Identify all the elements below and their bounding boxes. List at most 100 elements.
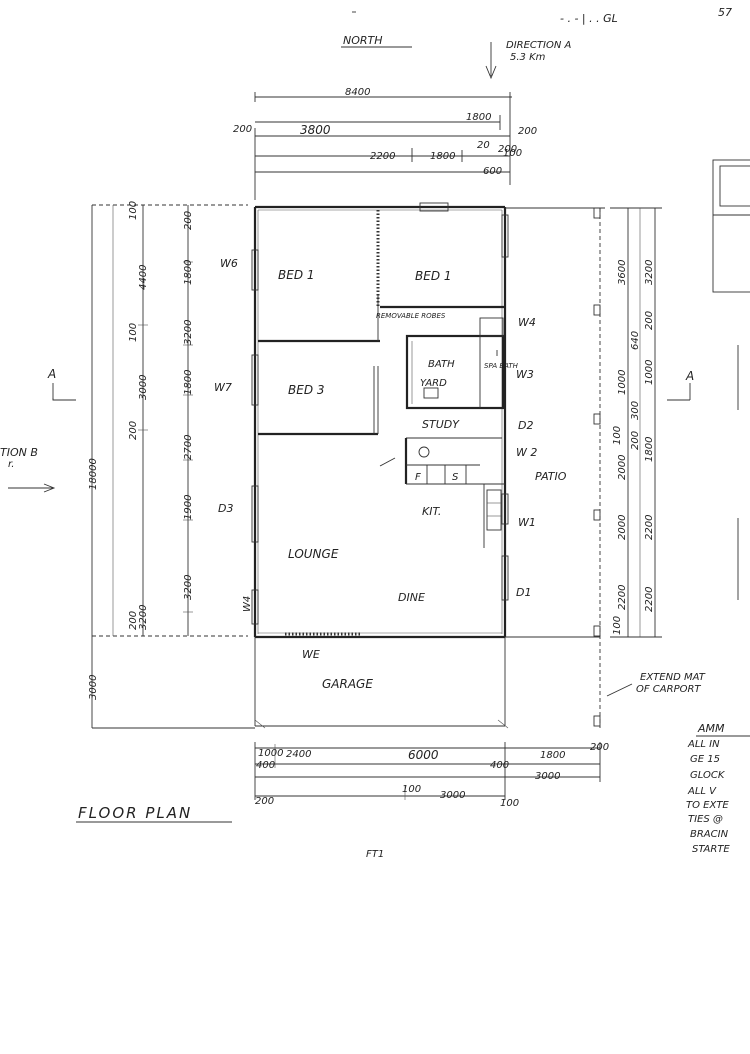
top-dim-left: 3800 (300, 123, 331, 137)
right-dim-outer: 3600 (617, 260, 628, 285)
room-spa-bath: SPA BATH (484, 362, 519, 370)
left-dim-tier2: 2700 (183, 435, 194, 460)
right-dim-small: 640 (630, 331, 641, 350)
window-w7: W7 (214, 381, 232, 394)
amm-line: TO EXTE (686, 800, 729, 811)
left-dim-small: 100 (128, 323, 139, 342)
top-dim-tiny-a: 20 (477, 140, 490, 151)
bottom-mark: FT1 (366, 849, 384, 860)
building-walls (251, 202, 509, 729)
right-dim-small: 100 (612, 426, 623, 445)
top-dim-tiny-b: 600 (483, 166, 502, 177)
left-dim-garage: 3000 (88, 675, 99, 700)
room-we: WE (302, 648, 320, 661)
bottom-dimension-lines (254, 742, 601, 800)
window-w1: W1 (518, 516, 536, 529)
floor-plan-title: FLOOR PLAN (78, 804, 192, 822)
direction-b-label: TION B (0, 446, 38, 459)
top-dim-mid-right: 1800 (430, 151, 455, 162)
direction-a-arrow-icon (485, 42, 497, 80)
direction-a-label: DIRECTION A (506, 40, 571, 51)
amm-heading: AMM (697, 722, 725, 735)
room-kit: KIT. (422, 505, 441, 518)
window-w2: W 2 (516, 446, 537, 459)
right-dim-small: 100 (612, 616, 623, 635)
right-dim-inner: 2200 (644, 587, 655, 612)
bottom-dim-k: 200 (255, 796, 274, 807)
left-dim-tier2: 1800 (183, 260, 194, 285)
room-sink: S (452, 472, 459, 483)
right-dim-inner: 1800 (644, 437, 655, 462)
bottom-dim-b: 2400 (286, 749, 311, 760)
room-study: STUDY (422, 418, 460, 431)
left-dim-tier2: 3200 (183, 575, 194, 600)
right-dim-outer: 2200 (617, 585, 628, 610)
bottom-dim-i: 200 (590, 742, 609, 753)
carport-note-line2: OF CARPORT (636, 684, 701, 695)
room-yard: YARD (420, 378, 447, 389)
page-mark-corner: 57 (718, 6, 732, 19)
left-dim-tier1: 3200 (138, 605, 149, 630)
left-dim-tier1: 3000 (138, 375, 149, 400)
left-dimension-labels: 18000 4400 3000 3200 1800 3200 1800 2700… (88, 201, 194, 700)
carport-note-line1: EXTEND MAT (640, 672, 706, 683)
room-dine: DINE (398, 591, 425, 604)
carport-leader (606, 683, 633, 697)
amm-line: ALL IN (687, 739, 720, 750)
top-dimension-lines (254, 92, 512, 200)
section-a-right-label: A (685, 369, 694, 383)
top-dim-tiny-c: 100 (503, 148, 522, 159)
window-w6: W6 (220, 257, 238, 270)
section-a-left-label: A (47, 367, 56, 381)
amm-line: GE 15 (690, 754, 720, 765)
top-dim-overall: 8400 (345, 87, 370, 98)
top-dim-edge-left: 200 (233, 124, 252, 135)
left-dim-tier2: 1800 (183, 370, 194, 395)
left-dim-small: 100 (128, 201, 139, 220)
room-bath: BATH (428, 359, 455, 370)
room-fridge: F (415, 472, 421, 483)
room-garage: GARAGE (322, 677, 373, 691)
door-d1: D1 (516, 586, 531, 599)
bottom-dim-a: 1000 (258, 748, 283, 759)
left-dim-small: 200 (128, 611, 139, 630)
bottom-dim-l: 100 (500, 798, 519, 809)
direction-b-arrow-icon (8, 483, 56, 493)
amm-line: GLOCK (690, 770, 726, 781)
door-d2: D2 (518, 419, 533, 432)
window-w3: W3 (516, 368, 534, 381)
room-lounge: LOUNGE (288, 547, 339, 561)
top-dim-small: 200 (518, 126, 537, 137)
left-dimension-lines (91, 204, 255, 729)
direction-b-line2: r. (8, 459, 14, 470)
window-w4-lounge: W4 (242, 596, 253, 612)
right-dim-small: 200 (630, 431, 641, 450)
top-dim-right: 1800 (466, 112, 491, 123)
left-dim-small: 200 (128, 421, 139, 440)
right-dim-inner: 2200 (644, 515, 655, 540)
section-a-right-marker-icon (667, 383, 691, 401)
right-dim-outer: 2000 (617, 515, 628, 540)
bottom-dim-f: 3000 (440, 790, 465, 801)
right-dim-inner: 3200 (644, 260, 655, 285)
top-dim-edge-right: 200 (498, 144, 517, 155)
window-w4: W4 (518, 316, 536, 329)
right-dimension-labels: 3600 2000 2000 1000 2200 3200 200 1000 1… (612, 260, 655, 635)
right-dimension-lines (610, 207, 662, 638)
amm-line: ALL V (687, 786, 717, 797)
bottom-dim-g: 400 (256, 760, 275, 771)
amm-line: STARTE (692, 844, 730, 855)
top-dim-mid-left: 2200 (370, 151, 395, 162)
bottom-dim-c: 6000 (408, 748, 439, 762)
amm-line: BRACIN (690, 829, 729, 840)
page-mark-top: - . - | . . GL (560, 12, 618, 25)
amm-line: TIES @ (688, 814, 723, 825)
room-bed1-right: BED 1 (415, 269, 452, 283)
right-dim-inner: 200 (644, 311, 655, 330)
right-dim-small: 300 (630, 401, 641, 420)
door-d3: D3 (218, 502, 233, 515)
room-bed1-left: BED 1 (278, 268, 315, 282)
left-dim-small: 200 (183, 211, 194, 230)
section-a-left-marker-icon (52, 383, 76, 401)
